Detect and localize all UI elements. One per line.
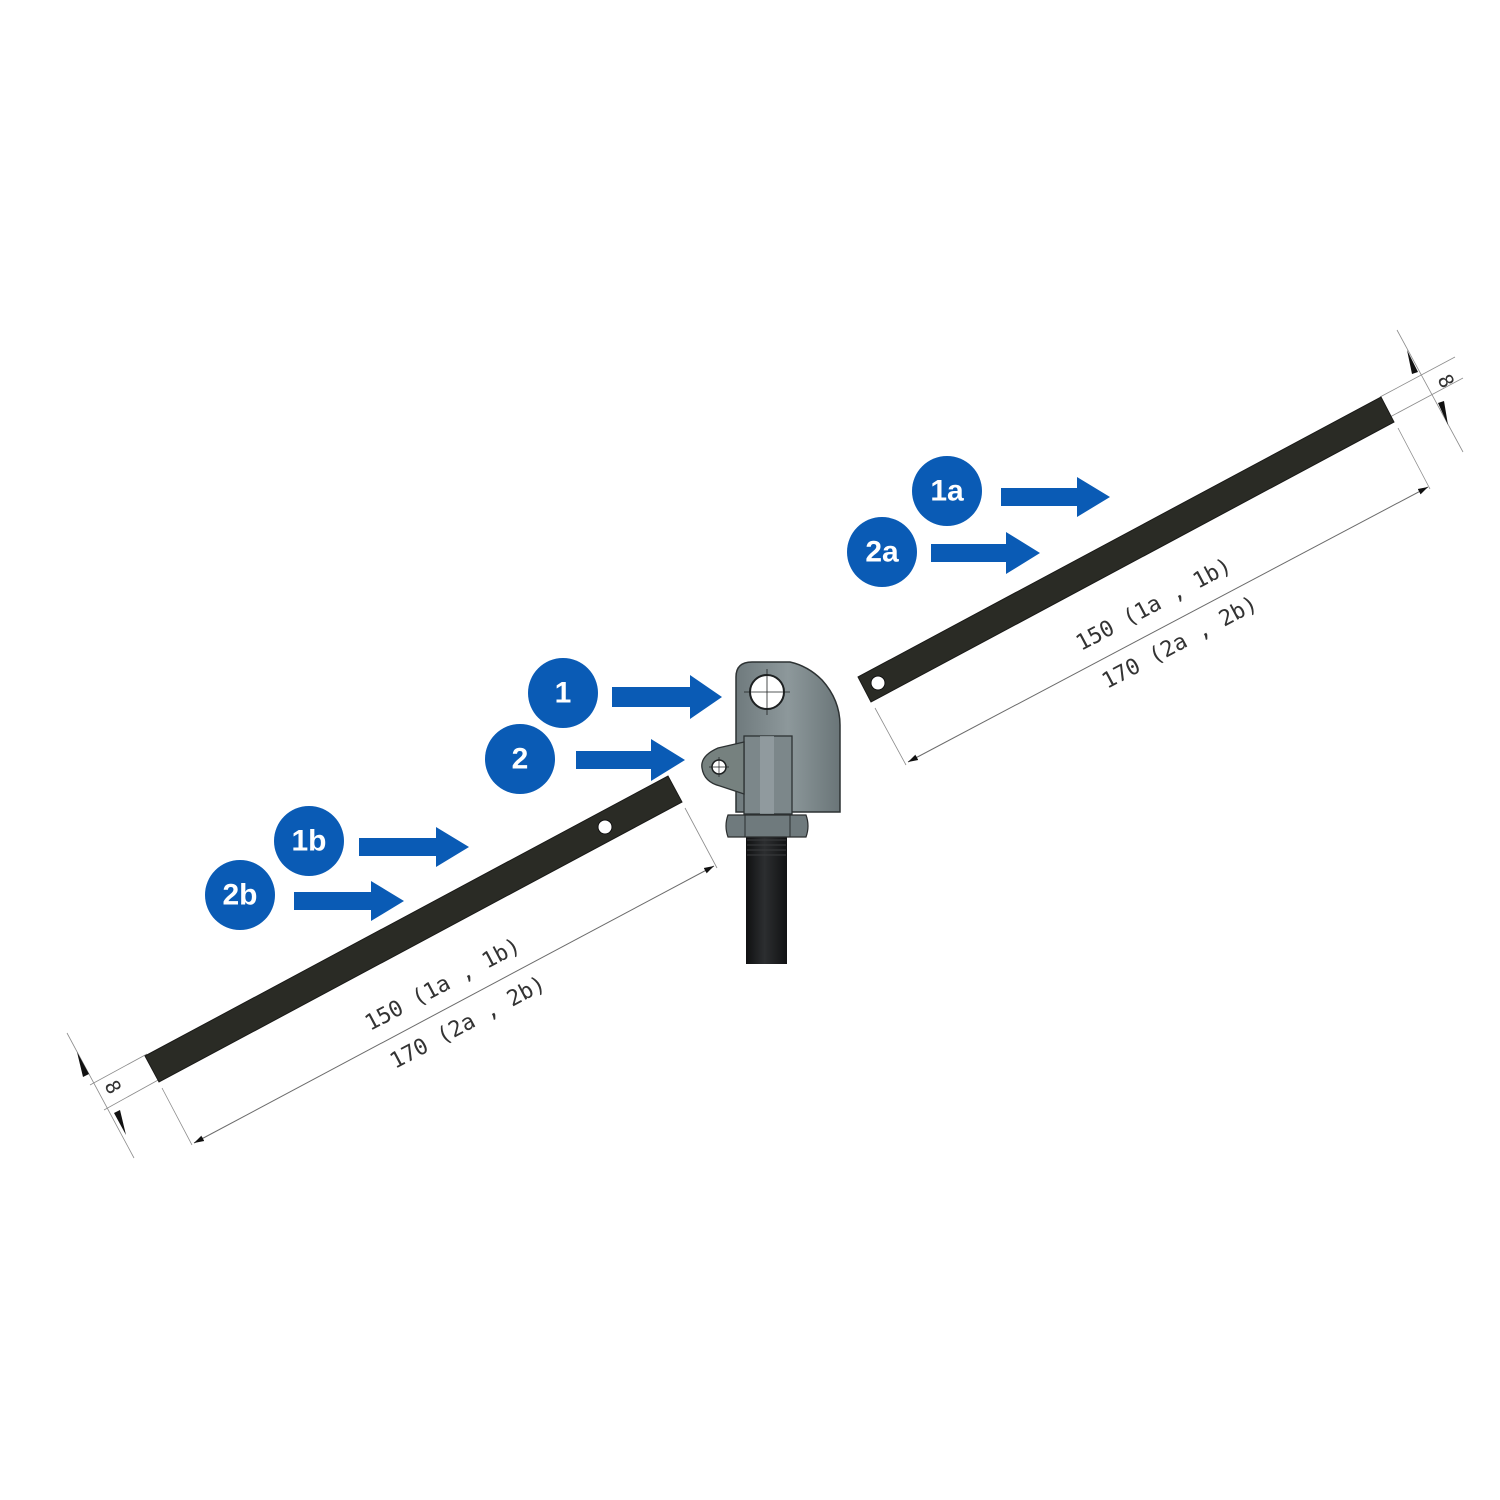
arrow-2b-icon bbox=[294, 881, 404, 921]
right-bar-hole bbox=[870, 675, 886, 691]
arrow-1-icon bbox=[612, 675, 722, 719]
left-bar-hole bbox=[597, 819, 613, 835]
callout-2-label: 2 bbox=[512, 743, 529, 776]
arrow-2a-icon bbox=[931, 532, 1040, 574]
callout-1a: 1a bbox=[912, 456, 982, 526]
callout-2: 2 bbox=[485, 724, 555, 794]
right-width-dimension: 8 bbox=[1379, 329, 1464, 453]
threaded-rod bbox=[746, 836, 787, 964]
callout-1a-label: 1a bbox=[930, 475, 964, 508]
callout-1b: 1b bbox=[274, 806, 344, 876]
center-bracket-assembly bbox=[701, 661, 841, 964]
callout-2a: 2a bbox=[847, 517, 917, 587]
left-width-label: 8 bbox=[100, 1076, 127, 1098]
callout-2b: 2b bbox=[205, 860, 275, 930]
arrow-1a-icon bbox=[1001, 477, 1110, 517]
callout-1-label: 1 bbox=[555, 677, 572, 710]
callout-2a-label: 2a bbox=[865, 536, 899, 569]
callout-1: 1 bbox=[528, 658, 598, 728]
left-width-dimension: 8 bbox=[66, 1032, 161, 1159]
right-width-label: 8 bbox=[1433, 370, 1460, 392]
callout-2b-label: 2b bbox=[222, 879, 257, 912]
arrow-2-icon bbox=[576, 739, 685, 781]
hex-nut bbox=[725, 814, 809, 838]
arrow-1b-icon bbox=[359, 827, 469, 867]
left-bar bbox=[144, 775, 683, 1083]
callout-1b-label: 1b bbox=[291, 825, 326, 858]
